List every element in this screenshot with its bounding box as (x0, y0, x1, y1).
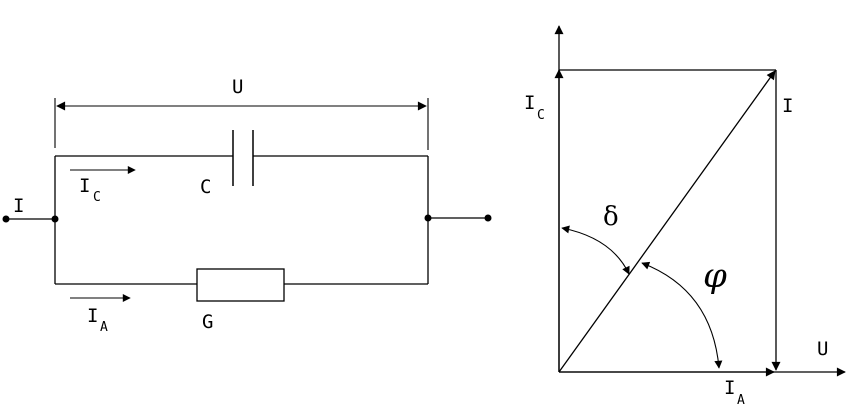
output-terminal (484, 214, 492, 222)
input-terminal (2, 215, 10, 223)
active-current-sub: A (100, 320, 108, 335)
active-current-main: I (87, 305, 98, 327)
voltage-axis-label: U (817, 338, 828, 360)
loss-angle-symbol: δ (603, 202, 619, 232)
capacitive-axis-sub: C (537, 108, 545, 123)
phase-angle-symbol: φ (703, 256, 727, 296)
voltage-label: U (232, 76, 243, 98)
conductance-resistor (196, 268, 285, 302)
loss-angle-arc (561, 225, 630, 275)
phasor-diagram: I C I U I A δ φ (524, 25, 846, 408)
active-axis-sub: A (737, 393, 745, 408)
total-current-label: I (13, 195, 24, 217)
capacitor-label: C (200, 176, 211, 198)
total-current-phasor (558, 70, 776, 373)
capacitive-axis-main: I (524, 92, 535, 114)
circuit: U I C I C G I A (2, 76, 492, 335)
capacitive-current-main: I (79, 175, 90, 197)
capacitive-current-sub: C (93, 190, 101, 205)
total-current-phasor-label: I (782, 95, 793, 117)
conductance-label: G (202, 311, 213, 333)
phase-angle-arc (641, 261, 723, 369)
active-axis-main: I (724, 377, 735, 399)
